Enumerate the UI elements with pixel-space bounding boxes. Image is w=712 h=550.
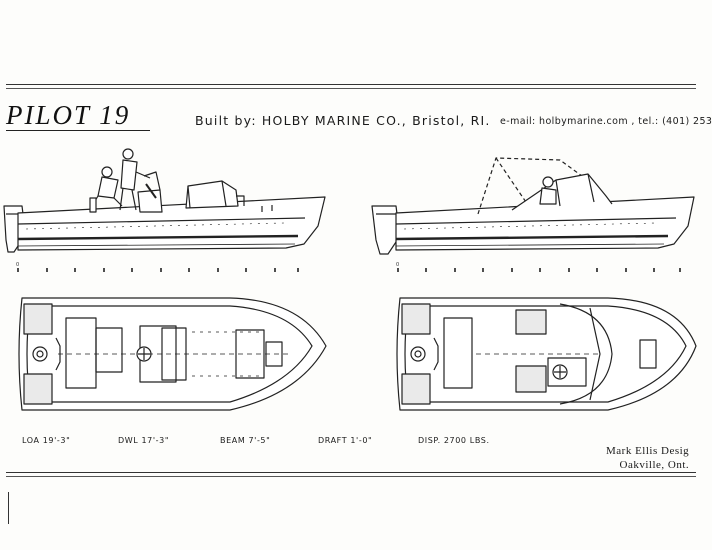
spec-disp: DISP. 2700 LBS. <box>418 436 490 445</box>
profile-center-console <box>3 148 326 253</box>
stations-right <box>397 268 681 272</box>
designer-name: Mark Ellis Desig <box>606 445 690 457</box>
spec-draft: DRAFT 1'-0" <box>318 436 373 445</box>
plan-center-console <box>18 297 327 411</box>
designer-block: Mark Ellis Desig Oakville, Ont. <box>606 444 689 472</box>
plan-runabout <box>396 297 697 411</box>
station-label: 0 <box>16 262 19 268</box>
station-label: 0 <box>396 262 399 268</box>
profile-runabout <box>371 157 695 255</box>
boat-drawings: 0 0 <box>3 148 697 411</box>
margin-mark <box>8 492 9 524</box>
spec-dwl: DWL 17'-3" <box>118 436 170 445</box>
top-border-line <box>6 84 696 85</box>
designer-location: Oakville, Ont. <box>619 459 690 471</box>
spec-beam: BEAM 7'-5" <box>220 436 271 445</box>
spec-loa: LOA 19'-3" <box>22 436 71 445</box>
contact-text: e-mail: holbymarine.com , tel.: (401) 25… <box>500 116 712 127</box>
top-border-line-inner <box>6 88 696 89</box>
boat-title: PILOT 19 <box>6 100 151 131</box>
bottom-border-line <box>6 472 696 473</box>
builder-text: Built by: HOLBY MARINE CO., Bristol, RI. <box>195 113 491 128</box>
bottom-border-line-inner <box>6 476 696 477</box>
stations-left <box>17 268 299 272</box>
